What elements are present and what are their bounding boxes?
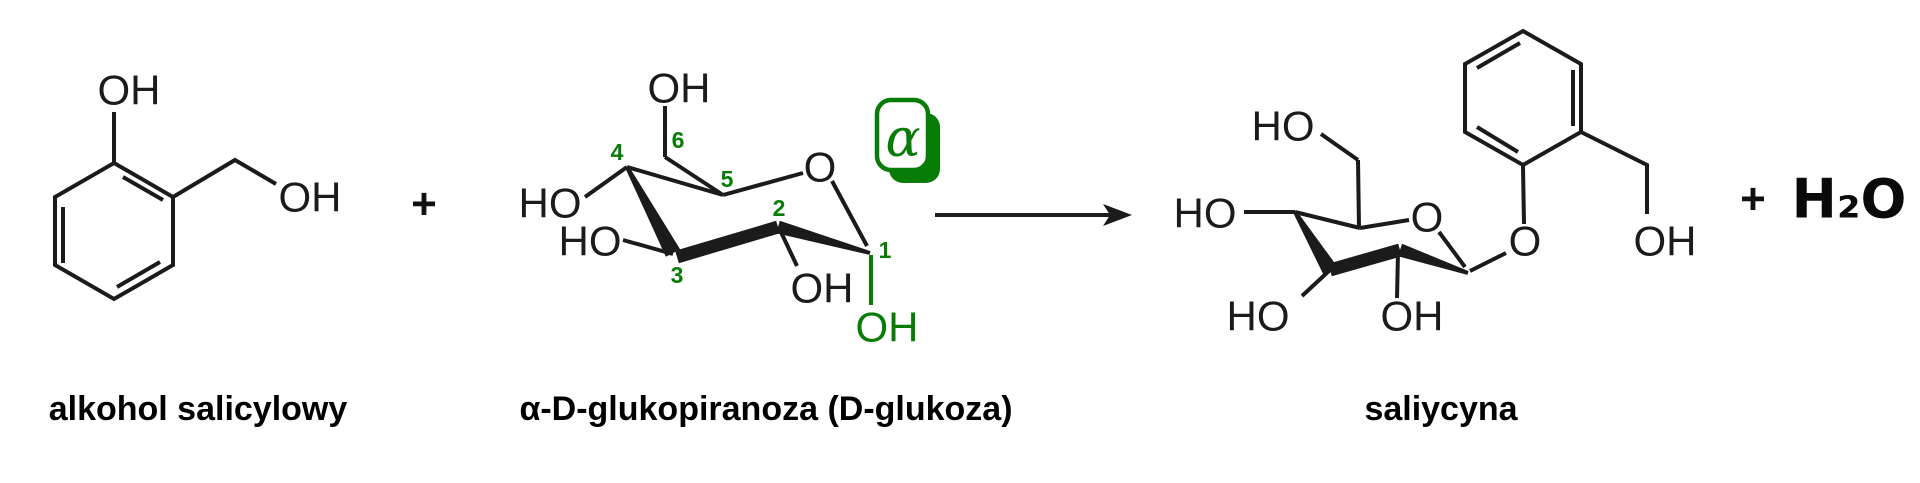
bond-c6-c5 — [1356, 159, 1361, 229]
molecule-name-salicyl-alcohol: alkohol salicylowy — [49, 390, 348, 428]
bond-ringo-c1 — [1437, 230, 1467, 269]
bond-c4-c5 — [1294, 210, 1361, 230]
carbon-number-2: 2 — [773, 195, 786, 221]
atom-label-benzyl-oh: OH — [279, 174, 342, 221]
bold-bond-c2-c1 — [776, 220, 871, 255]
double-bond-inner — [122, 175, 164, 202]
arrow-head — [1103, 204, 1132, 226]
bond-benzyl-ch2oh — [171, 157, 278, 199]
bond-c6-c5 — [663, 155, 725, 197]
plus-sign-reactants: + — [411, 180, 437, 229]
bond-c3-ho — [1300, 268, 1332, 298]
atom-label-ring-o: O — [1411, 194, 1444, 241]
alpha-badge-box — [874, 97, 931, 173]
atom-label-c2-oh: OH — [1381, 293, 1444, 340]
carbon-number-4: 4 — [611, 139, 624, 165]
double-bond-inner — [1475, 41, 1522, 70]
wedge-c4-c3 — [625, 166, 681, 257]
benzene-ring — [53, 160, 175, 302]
wedge-c4-c3 — [1293, 211, 1337, 275]
bond-c2-oh — [778, 229, 799, 267]
carbon-number-5: 5 — [721, 166, 734, 192]
double-bond-inner — [1475, 125, 1520, 154]
molecule-glucose: OH O HO HO OH OH 4 6 5 2 1 3 α — [519, 65, 1013, 429]
atom-label-c3-ho: HO — [559, 218, 622, 265]
molecule-name-salicin: saliycyna — [1364, 390, 1518, 428]
carbon-number-3: 3 — [671, 262, 684, 288]
carbon-number-6: 6 — [672, 127, 685, 153]
atom-label-c3-ho: HO — [1227, 293, 1290, 340]
alpha-badge: α — [874, 97, 940, 183]
carbon-number-1: 1 — [879, 237, 892, 263]
bond-c5-ringo — [1359, 218, 1410, 230]
bond-ho-c6 — [1319, 132, 1360, 162]
atom-label-c6-oh: OH — [648, 65, 711, 112]
bond-c2-oh — [1395, 251, 1400, 299]
molecule-name-glucose: α-D-glukopiranoza (D-glukoza) — [519, 390, 1012, 428]
atom-label-c6-ho: HO — [1252, 103, 1315, 150]
atom-label-c1-oh-anomeric: OH — [856, 304, 919, 351]
bond-c5-ringo — [722, 171, 804, 197]
molecule-salicin: HO HO O HO OH O OH saliycyna — [1174, 28, 1697, 428]
bond-ringo-c1 — [830, 180, 869, 247]
bond-benzyl-ch2oh — [1580, 130, 1649, 214]
water-formula: H₂O — [1792, 168, 1907, 231]
bold-bond-c2-c1 — [1397, 243, 1469, 275]
atom-label-c4-ho: HO — [1174, 190, 1237, 237]
atom-label-c2-oh: OH — [791, 265, 854, 312]
bold-bond-c3-c2 — [675, 220, 780, 264]
bond-c1-glycosidic-o — [1469, 251, 1507, 273]
atom-label-c4-ho: HO — [519, 180, 582, 227]
benzene-ring — [1463, 28, 1583, 168]
molecule-salicyl-alcohol: OH OH alkohol salicylowy — [49, 67, 348, 429]
bond-c4-ho — [583, 165, 629, 199]
bold-bond-c3-c2 — [1328, 243, 1402, 277]
atom-label-phenol-oh: OH — [98, 67, 161, 114]
reaction-arrow — [935, 204, 1132, 226]
bond-c4-c5 — [626, 165, 724, 197]
bond-glycosidic-o-aryl — [1521, 165, 1526, 225]
bond-c3-ho — [622, 238, 674, 256]
double-bond-inner — [115, 260, 162, 289]
alpha-symbol: α — [885, 109, 920, 169]
plus-sign-products: + — [1740, 175, 1766, 224]
atom-label-benzyl-oh: OH — [1634, 218, 1697, 265]
atom-label-glycosidic-o: O — [1509, 218, 1542, 265]
